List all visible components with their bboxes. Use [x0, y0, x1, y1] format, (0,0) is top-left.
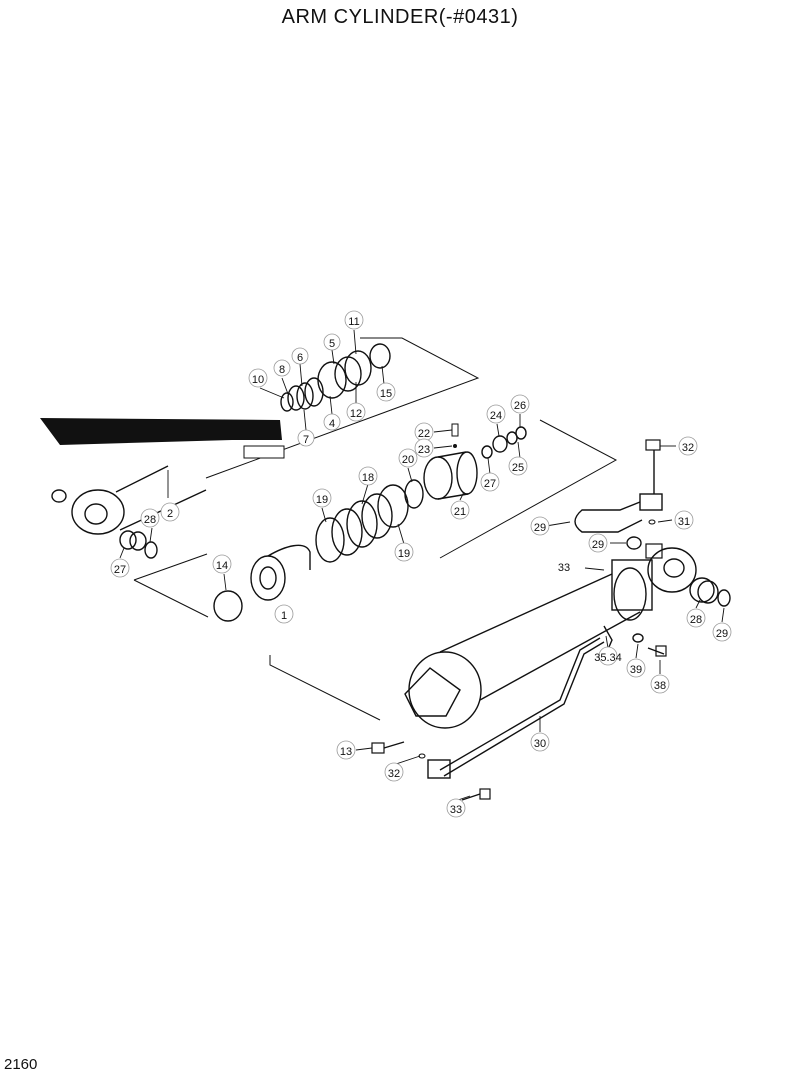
callout-label: 7 [303, 434, 309, 446]
callout-27: 27 [480, 472, 500, 492]
callout-39: 38 [650, 674, 670, 694]
callout-label: 19 [316, 494, 328, 506]
callout-11: 11 [344, 310, 364, 330]
callout-label: 33 [450, 804, 462, 816]
callout-13: 13 [336, 740, 356, 760]
callout-label: 33 [558, 562, 570, 574]
bushing-left [119, 530, 158, 559]
callout-24: 24 [486, 404, 506, 424]
callout-label: 38 [654, 680, 666, 692]
callout-label: 32 [388, 768, 400, 780]
callout-40: 39 [626, 658, 646, 678]
callout-label: 14 [216, 560, 228, 572]
callout-33-upper: 32 [678, 436, 698, 456]
callout-label: 10 [252, 374, 264, 386]
cylinder-tube [404, 543, 697, 729]
section-boundary-lines [133, 337, 618, 721]
callout-19-lower: 19 [394, 542, 414, 562]
callout-label: 39 [630, 664, 642, 676]
callout-32-lower: 32 [384, 762, 404, 782]
callout-label: 1 [281, 610, 287, 622]
callout-label: 31 [678, 516, 690, 528]
callout-15: 15 [376, 382, 396, 402]
callout-25: 25 [508, 456, 528, 476]
callout-label: 27 [114, 564, 126, 576]
callout-label: 21 [454, 506, 466, 518]
callout-29-right: 29 [712, 622, 732, 642]
callout-label: 18 [362, 472, 374, 484]
callout-20: 20 [398, 448, 418, 468]
callout-label: 28 [690, 614, 702, 626]
callout-32-upper: 31 [674, 510, 694, 530]
page-title: ARM CYLINDER(-#0431) [281, 6, 519, 28]
callout-label: 4 [329, 418, 335, 430]
callout-26: 26 [510, 394, 530, 414]
callout-label: 32 [682, 442, 694, 454]
callout-6: 6 [291, 347, 309, 365]
callout-label: 25 [512, 462, 524, 474]
callout-label: 20 [402, 454, 414, 466]
callout-label: 5 [329, 338, 335, 350]
pipe-30 [574, 439, 663, 533]
callout-label: 19 [398, 548, 410, 560]
callout-label: 8 [279, 364, 285, 376]
callout-38: 35.34 [594, 646, 622, 666]
callout-12: 12 [346, 402, 366, 422]
callout-14: 14 [212, 554, 232, 574]
rod-cover-seals [280, 343, 391, 412]
callout-28-right: 28 [686, 608, 706, 628]
callout-21: 21 [450, 500, 470, 520]
piston-and-bushing [213, 544, 311, 622]
callout-label: 30 [534, 738, 546, 750]
leader-lines [119, 329, 725, 801]
callout-10: 10 [248, 368, 268, 388]
bolts [371, 519, 667, 801]
callout-35-34: 33 [544, 560, 584, 574]
piston-rod [40, 418, 285, 459]
callout-label: 12 [350, 408, 362, 420]
callout-29-mid: 29 [588, 533, 608, 553]
callout-label: 2 [167, 508, 173, 520]
callout-29-left: 28 [140, 508, 160, 528]
callout-label: 24 [490, 410, 502, 422]
page-number: 2160 [4, 1056, 38, 1073]
callout-30: 29 [530, 516, 550, 536]
callout-label: 29 [716, 628, 728, 640]
piston-seals [315, 451, 478, 563]
callout-28-left: 27 [110, 558, 130, 578]
bushing-right [689, 577, 731, 607]
callout-31: 30 [530, 732, 550, 752]
callout-18: 18 [358, 466, 378, 486]
rod-eye [71, 465, 207, 535]
callout-label: 6 [297, 352, 303, 364]
callout-1: 1 [274, 604, 294, 624]
callout-label: 23 [418, 444, 430, 456]
callout-label: 13 [340, 746, 352, 758]
rod-oring [51, 489, 67, 503]
callout-label: 15 [380, 388, 392, 400]
callout-22: 22 [414, 422, 434, 442]
callout-label: 27 [484, 478, 496, 490]
callout-23: 23 [414, 438, 434, 458]
callout-label: 26 [514, 400, 526, 412]
callout-8: 8 [273, 359, 291, 377]
callout-label: 35.34 [594, 652, 622, 664]
callout-label: 29 [592, 539, 604, 551]
callout-4: 4 [323, 413, 341, 431]
callout-2: 2 [160, 502, 180, 522]
callout-33-lower: 33 [446, 798, 466, 818]
callout-7: 7 [297, 429, 315, 447]
callout-label: 11 [348, 316, 359, 328]
callout-label: 29 [534, 522, 546, 534]
callout-label: 28 [144, 514, 156, 526]
pipe-31 [427, 625, 613, 779]
callout-5: 5 [323, 333, 341, 351]
callout-label: 22 [418, 428, 430, 440]
callout-19-upper: 19 [312, 488, 332, 508]
